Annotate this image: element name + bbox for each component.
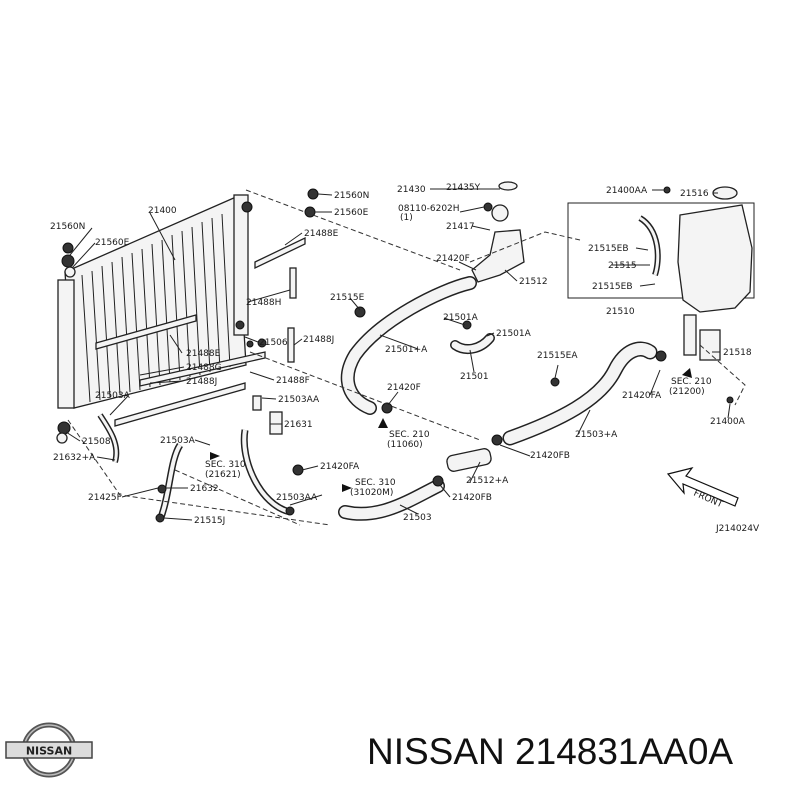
label-diagram-code: J214024V [715,524,760,534]
label-21508: 21508 [82,437,111,447]
label-21503a: 21503A [95,391,131,401]
radiator [56,194,306,444]
label-21420fa: 21420FA [320,462,360,472]
label-21488f: 21488F [276,376,310,386]
label-sec310-2: SEC. 310 [355,478,396,488]
label-21425f: 21425F [88,493,122,503]
leader-lines [65,188,731,521]
label-21560e-right: 21560E [334,208,369,218]
label-21516: 21516 [680,189,709,199]
label-21417: 21417 [446,222,475,232]
label-21503-plus-a: 21503+A [575,430,618,440]
label-front: FRONT [692,489,725,511]
label-08110-6202h: 08110-6202H [398,204,460,214]
label-21515eb-2: 21515EB [592,282,633,292]
part-labels: 21400 21560N 21560E 21560N 21560E 21488E… [50,183,760,534]
label-21515eb: 21515EB [588,244,629,254]
label-21420f: 21420F [387,383,421,393]
label-21560n-right: 21560N [334,191,369,201]
label-21400: 21400 [148,206,177,216]
label-sec310-2-ref: (31020M) [350,488,393,498]
label-21512-plus-a: 21512+A [466,476,509,486]
label-21515j: 21515J [194,516,225,526]
label-21503a-2: 21503A [160,436,196,446]
label-21488e-2: 21488E [186,349,221,359]
leader-dashes [67,189,746,526]
hoses [97,215,661,522]
label-08110-qty: (1) [400,213,413,223]
arrow-icon [210,368,692,492]
label-21488h: 21488H [246,298,281,308]
label-21420fb: 21420FB [530,451,570,461]
label-21510: 21510 [606,307,635,317]
nissan-logo: NISSAN [5,722,93,778]
label-sec310-1-ref: (21621) [205,470,241,480]
reservoir-tank [567,186,755,404]
label-21430: 21430 [397,185,426,195]
label-21515ea: 21515EA [537,351,578,361]
label-21488j: 21488J [303,335,334,345]
clamps [62,188,667,523]
label-21515e: 21515E [330,293,365,303]
label-21503: 21503 [403,513,432,523]
svg-text:NISSAN: NISSAN [26,745,72,758]
label-21435y: 21435Y [446,183,481,193]
label-21420fa-2: 21420FA [622,391,662,401]
label-21420f-top: 21420F [436,254,470,264]
label-sec210-1-ref: (11060) [387,440,423,450]
label-21400a: 21400A [710,417,746,427]
label-21503aa-2: 21503AA [276,493,318,503]
part-number-title: NISSAN 214831AA0A [367,731,734,772]
label-21506: 21506 [259,338,288,348]
label-21560e-left: 21560E [95,238,130,248]
label-21501a-2: 21501A [496,329,532,339]
label-21400aa: 21400AA [606,186,648,196]
label-21515: 21515 [608,261,637,271]
label-21503aa: 21503AA [278,395,320,405]
label-sec210-2-ref: (21200) [669,387,705,397]
label-21518: 21518 [723,348,752,358]
label-21488e: 21488E [304,229,339,239]
label-21560n-left: 21560N [50,222,85,232]
label-sec210-1: SEC. 210 [389,430,430,440]
label-sec210-2: SEC. 210 [671,377,712,387]
label-21632: 21632 [190,484,219,494]
label-21501a: 21501A [443,313,479,323]
label-21420fb-2: 21420FB [452,493,492,503]
label-21501-plus-a: 21501+A [385,345,428,355]
filler-neck [471,181,525,283]
label-21488g: 21488G [186,363,222,373]
label-21631: 21631 [284,420,313,430]
label-21501: 21501 [460,372,489,382]
label-sec310-1: SEC. 310 [205,460,246,470]
label-21488j-2: 21488J [186,377,217,387]
label-21632a: 21632+A [53,453,96,463]
front-arrow-icon [666,467,739,507]
label-21512: 21512 [519,277,548,287]
